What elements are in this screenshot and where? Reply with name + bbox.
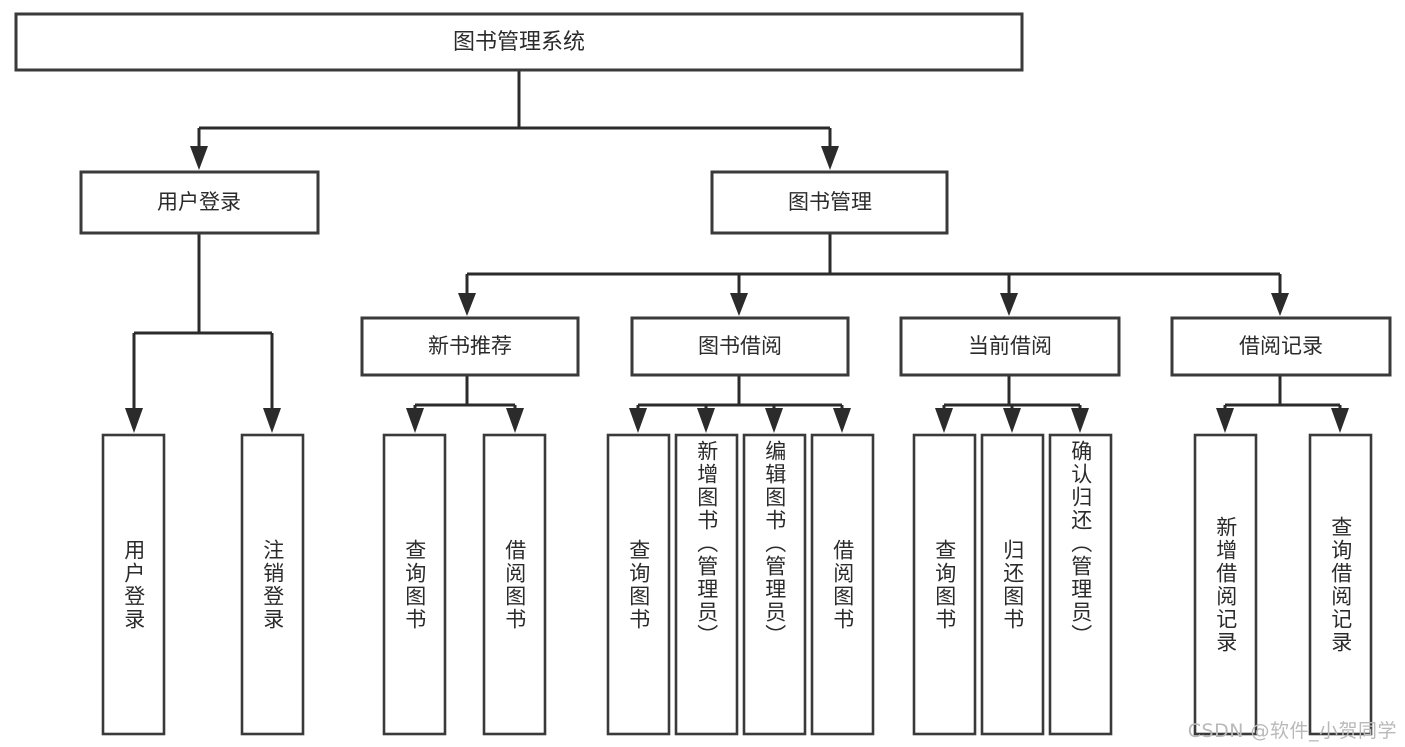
arrow-leaf-query-book-2 xyxy=(629,408,647,433)
arrow-leaf-edit-book xyxy=(765,408,783,433)
leaf-box-query-book-1[interactable] xyxy=(382,433,447,736)
csdn-watermark: CSDN @软件_小贺同学 xyxy=(1187,720,1397,742)
node-new-book-recommend[interactable]: 新书推荐 xyxy=(360,316,580,377)
connector-group-new-book-recommend xyxy=(406,375,524,433)
arrow-leaf-user-logout xyxy=(263,408,281,433)
connector-group-user-login xyxy=(125,233,281,433)
node-root-box[interactable] xyxy=(14,12,1024,72)
arrow-leaf-return-book xyxy=(1003,408,1021,433)
arrow-borrow-record xyxy=(1271,293,1289,316)
leaf-box-return-book[interactable] xyxy=(980,433,1045,736)
node-root-label: 图书管理系统 xyxy=(453,30,585,55)
arrow-leaf-query-book-1 xyxy=(406,408,424,433)
node-new-book-recommend-label: 新书推荐 xyxy=(428,334,512,358)
leaf-box-query-book-2[interactable] xyxy=(606,433,671,736)
node-book-management[interactable]: 图书管理 xyxy=(710,170,949,235)
node-user-login-label: 用户登录 xyxy=(157,190,241,214)
connector-group-borrow-record xyxy=(1216,375,1349,433)
arrow-root-to-book-management xyxy=(821,146,839,170)
node-current-borrow[interactable]: 当前借阅 xyxy=(899,316,1121,377)
arrow-leaf-borrow-book-2 xyxy=(833,408,851,433)
leaf-box-add-record[interactable] xyxy=(1193,433,1258,736)
node-user-login-box[interactable] xyxy=(79,170,320,235)
node-borrow-record-box[interactable] xyxy=(1170,316,1392,377)
arrow-leaf-confirm-return xyxy=(1071,408,1089,433)
arrow-leaf-user-login xyxy=(125,408,143,433)
node-book-borrow-label: 图书借阅 xyxy=(698,334,782,358)
leaf-box-query-record[interactable] xyxy=(1308,433,1373,736)
leaf-box-edit-book[interactable] xyxy=(742,433,807,736)
arrow-root-to-user-login xyxy=(190,146,208,170)
leaf-box-query-book-3[interactable] xyxy=(912,433,977,736)
leaf-box-user-logout[interactable] xyxy=(240,433,305,736)
arrow-leaf-query-book-3 xyxy=(935,408,953,433)
leaf-box-user-login[interactable] xyxy=(101,433,166,736)
arrow-current-borrow xyxy=(1000,293,1018,316)
arrow-leaf-add-record xyxy=(1216,408,1234,433)
node-book-management-box[interactable] xyxy=(710,170,949,235)
leaf-box-confirm-return[interactable] xyxy=(1048,433,1113,736)
node-new-book-recommend-box[interactable] xyxy=(360,316,580,377)
connector-group-book-management xyxy=(458,233,1289,316)
leaf-box-borrow-book-2[interactable] xyxy=(810,433,875,736)
connector-group-root xyxy=(190,70,839,170)
node-book-borrow[interactable]: 图书借阅 xyxy=(630,316,850,377)
node-current-borrow-label: 当前借阅 xyxy=(968,334,1052,358)
arrow-leaf-borrow-book-1 xyxy=(506,408,524,433)
leaf-box-borrow-book-1[interactable] xyxy=(482,433,547,736)
arrow-leaf-add-book xyxy=(697,408,715,433)
arrow-book-borrow xyxy=(730,293,748,316)
node-user-login[interactable]: 用户登录 xyxy=(79,170,320,235)
leaf-boxes xyxy=(101,433,1373,736)
leaf-box-add-book[interactable] xyxy=(674,433,739,736)
connector-group-current-borrow xyxy=(935,375,1089,433)
arrow-leaf-query-record xyxy=(1331,408,1349,433)
node-book-borrow-box[interactable] xyxy=(630,316,850,377)
arrow-new-book-recommend xyxy=(458,293,476,316)
connector-group-book-borrow xyxy=(629,375,851,433)
node-borrow-record[interactable]: 借阅记录 xyxy=(1170,316,1392,377)
node-root[interactable]: 图书管理系统 xyxy=(14,12,1024,72)
node-book-management-label: 图书管理 xyxy=(788,190,872,214)
node-current-borrow-box[interactable] xyxy=(899,316,1121,377)
node-borrow-record-label: 借阅记录 xyxy=(1239,334,1323,358)
